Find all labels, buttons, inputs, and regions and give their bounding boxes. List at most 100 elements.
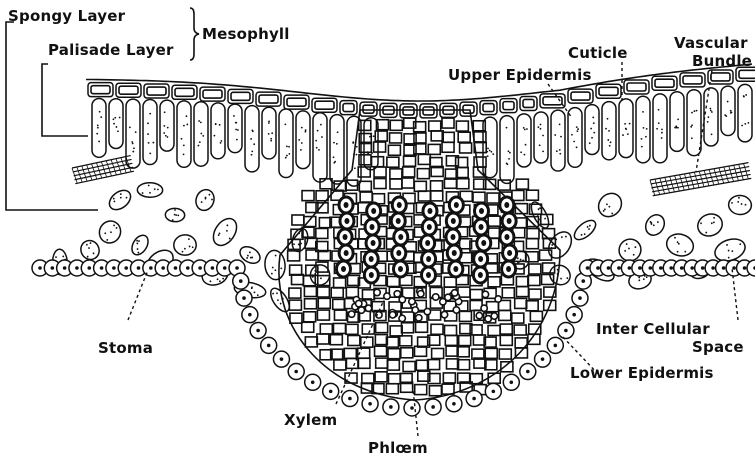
vascular-bundle (72, 156, 751, 196)
vascular-label: Vascular (674, 34, 748, 52)
phloem-cell (374, 289, 380, 295)
ground-cell (470, 290, 482, 300)
ground-cell (485, 348, 497, 358)
palisade-cell (534, 112, 548, 163)
spongy-cell (137, 183, 163, 198)
ground-cell (390, 169, 402, 179)
ground-cell (415, 385, 427, 395)
spongy-cell (77, 237, 102, 263)
stoma-leader (128, 270, 148, 320)
ground-cell (526, 301, 538, 311)
ground-cell (390, 326, 402, 336)
ground-cell (316, 228, 328, 238)
ground-cell (348, 335, 360, 345)
ground-cell (431, 324, 443, 334)
ground-cell (442, 142, 454, 152)
spongy-cell (594, 189, 626, 222)
ground-cell (360, 192, 372, 202)
ground-cell (400, 336, 412, 346)
xylem (337, 197, 517, 283)
phloem-cell (451, 290, 457, 296)
ground-cell (514, 325, 526, 335)
ground-cell (428, 144, 440, 154)
palisade-cell (551, 110, 565, 171)
ground-cell (487, 302, 499, 312)
lower-epidermis-label: Lower Epidermis (570, 364, 714, 382)
phloem-cell (424, 308, 430, 314)
ground-cell (515, 298, 527, 308)
phloem-cell (412, 307, 418, 313)
ground-cell (334, 310, 346, 320)
ground-cell (418, 191, 430, 201)
ground-cell (417, 169, 429, 179)
ground-cell (516, 277, 528, 287)
ground-cell (456, 121, 468, 131)
phloem-cell (491, 313, 497, 319)
phloem-cell (384, 293, 390, 299)
palisade-cell (211, 103, 225, 159)
ground-cell (529, 289, 541, 299)
ground-cell (488, 277, 500, 287)
ground-cell (376, 323, 388, 333)
ground-cell (388, 374, 400, 384)
palisade-cell (296, 111, 310, 169)
spongy-cell (694, 210, 725, 239)
ground-cell (500, 324, 512, 334)
ground-cell (344, 348, 356, 358)
ground-cell (317, 334, 329, 344)
ground-cell (387, 157, 399, 167)
palisade-cell (126, 99, 140, 168)
ground-cell (501, 362, 513, 372)
ground-cell (388, 349, 400, 359)
mesophyll-label: Mesophyll (202, 25, 290, 43)
ground-cell (530, 311, 542, 321)
ground-cell (302, 322, 314, 332)
ground-cell (488, 325, 500, 335)
ground-cell (458, 360, 470, 370)
ground-cell (375, 372, 387, 382)
ground-cell (499, 310, 511, 320)
spongy-cell (173, 234, 196, 255)
xylem-label: Xylem (284, 411, 337, 429)
ground-cell (362, 374, 374, 384)
ground-cell (430, 181, 442, 191)
phloem-cell (495, 296, 501, 302)
palisade-cell (704, 88, 718, 146)
palisade-cell (653, 94, 667, 163)
palisade-cell (92, 99, 106, 158)
ground-cell (305, 337, 317, 347)
ground-cell (386, 384, 398, 394)
ground-cell (473, 192, 485, 202)
ground-cell (457, 179, 469, 189)
phloem-cell (433, 294, 439, 300)
palisade-cell (279, 109, 293, 177)
ground-cell (512, 190, 524, 200)
phloem-cell (482, 291, 488, 297)
phloem-cell (348, 311, 354, 317)
cuticle-label: Cuticle (568, 44, 628, 62)
phloem-label: Phlœm (368, 439, 428, 456)
vascular-strand (72, 156, 134, 184)
palisade-cell (500, 116, 514, 184)
ground-cell (358, 358, 370, 368)
vascular-strand (650, 163, 751, 196)
palisade-cell (313, 113, 327, 182)
palisade-cell (160, 100, 174, 151)
palisade-cell (568, 108, 582, 168)
ground-cell (402, 178, 414, 188)
palisade-cell (738, 84, 752, 141)
ground-cell (458, 132, 470, 142)
palisade-cell (109, 99, 123, 149)
ground-cell (516, 179, 528, 189)
spongy-cell (165, 208, 185, 222)
ground-cell (516, 287, 528, 297)
ground-cell (445, 335, 457, 345)
spongy-cell (106, 186, 135, 213)
ground-cell (317, 310, 329, 320)
ground-cell (457, 347, 469, 357)
palisade-cell (245, 106, 259, 172)
ground-cell (292, 215, 304, 225)
phloem-cell (416, 315, 422, 321)
ground-cell (401, 323, 413, 333)
phloem-cell (476, 312, 482, 318)
